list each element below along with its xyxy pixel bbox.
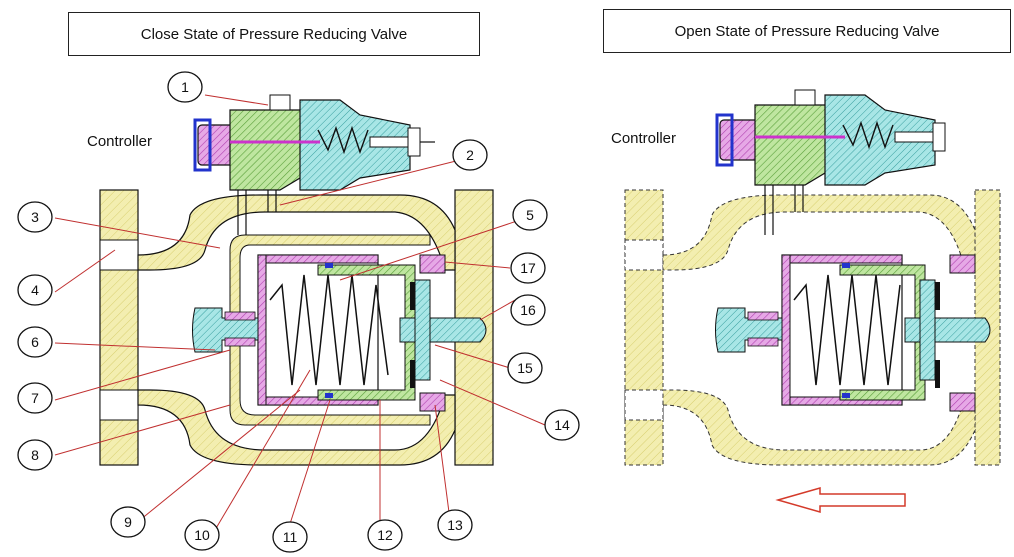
leader-lines [54, 94, 546, 531]
callout-label: 4 [31, 282, 39, 298]
callout-14: 14 [544, 409, 580, 441]
callout-5: 5 [512, 199, 548, 231]
open-state-title: Open State of Pressure Reducing Valve [603, 9, 1011, 53]
callout-label: 12 [377, 527, 393, 543]
callout-label: 10 [194, 527, 210, 543]
close-valve [99, 94, 494, 466]
outlet-stem [399, 317, 487, 343]
callout-label: 17 [520, 260, 536, 276]
controller-label-close: Controller [87, 133, 153, 150]
callout-label: 9 [124, 514, 132, 530]
inlet-flange [99, 189, 139, 466]
callout-15: 15 [507, 352, 543, 384]
close-state-title: Close State of Pressure Reducing Valve [68, 12, 480, 56]
controller-open [715, 89, 946, 186]
callout-12: 12 [367, 519, 403, 551]
piston-housing [257, 254, 379, 406]
open-valve [624, 89, 1001, 513]
callout-label: 1 [181, 79, 189, 95]
callout-7: 7 [17, 382, 53, 414]
controller [193, 94, 435, 191]
callout-label: 5 [526, 207, 534, 223]
callout-13: 13 [437, 509, 473, 541]
callout-3: 3 [17, 201, 53, 233]
callout-label: 15 [517, 360, 533, 376]
callout-label: 7 [31, 390, 39, 406]
callout-17: 17 [510, 252, 546, 284]
callout-1: 1 [167, 71, 203, 103]
flow-direction-arrow [775, 487, 906, 513]
callout-16: 16 [510, 294, 546, 326]
callout-label: 16 [520, 302, 536, 318]
callout-9: 9 [110, 506, 146, 538]
callout-2: 2 [452, 139, 488, 171]
callout-label: 14 [554, 417, 570, 433]
callout-label: 11 [283, 529, 298, 545]
callout-11: 11 [272, 521, 308, 553]
callout-label: 13 [447, 517, 463, 533]
callout-10: 10 [184, 519, 220, 551]
callout-label: 3 [31, 209, 39, 225]
callout-label: 6 [31, 334, 39, 350]
main-spring [269, 274, 389, 386]
callout-label: 2 [466, 147, 474, 163]
callout-6: 6 [17, 326, 53, 358]
callout-label: 8 [31, 447, 39, 463]
controller-label-open: Controller [611, 130, 677, 147]
callout-8: 8 [17, 439, 53, 471]
callout-4: 4 [17, 274, 53, 306]
